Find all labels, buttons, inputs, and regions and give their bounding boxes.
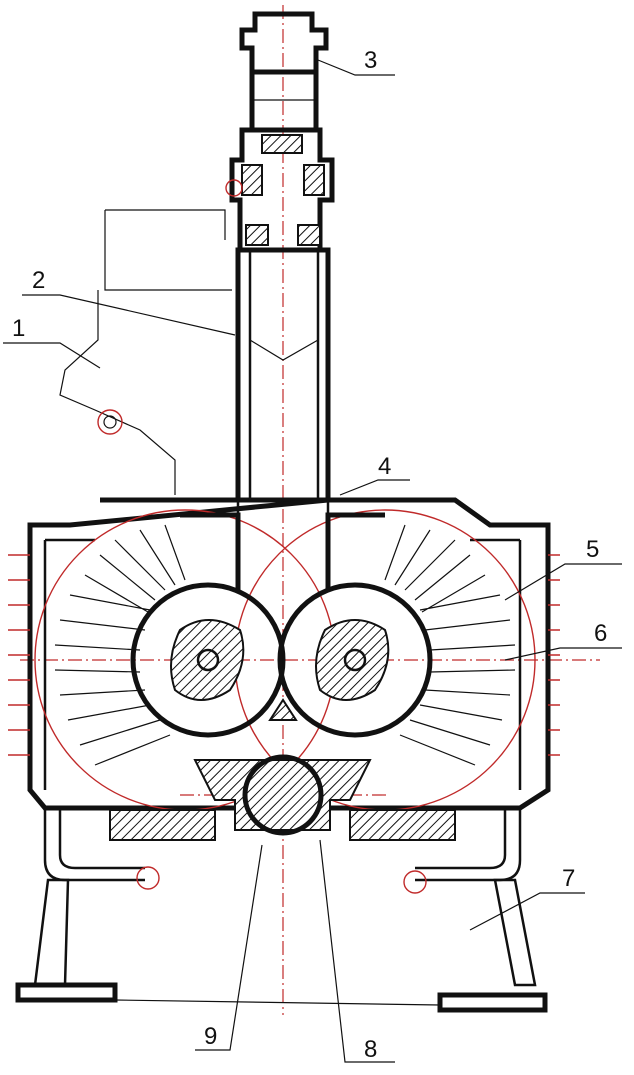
base-block [109,698,456,841]
housing [27,497,551,811]
side-bolts [8,554,560,756]
inner-partition [180,500,385,590]
left-rotor [130,582,286,738]
label-7: 7 [562,865,575,892]
label-5: 5 [586,536,599,563]
legs [15,810,548,1013]
label-3: 3 [364,47,377,74]
label-6: 6 [594,620,607,647]
label-9: 9 [204,1023,217,1050]
valve-block [225,127,335,253]
leader-lines [3,59,622,1063]
part-labels: 1 2 3 4 5 6 7 8 9 [12,47,607,1063]
right-rotor [277,582,433,738]
bracket [59,209,232,495]
column [235,247,331,503]
label-4: 4 [378,453,391,480]
label-1: 1 [12,315,25,342]
label-8: 8 [364,1036,377,1063]
label-2: 2 [32,267,45,294]
top-cap [239,11,329,133]
